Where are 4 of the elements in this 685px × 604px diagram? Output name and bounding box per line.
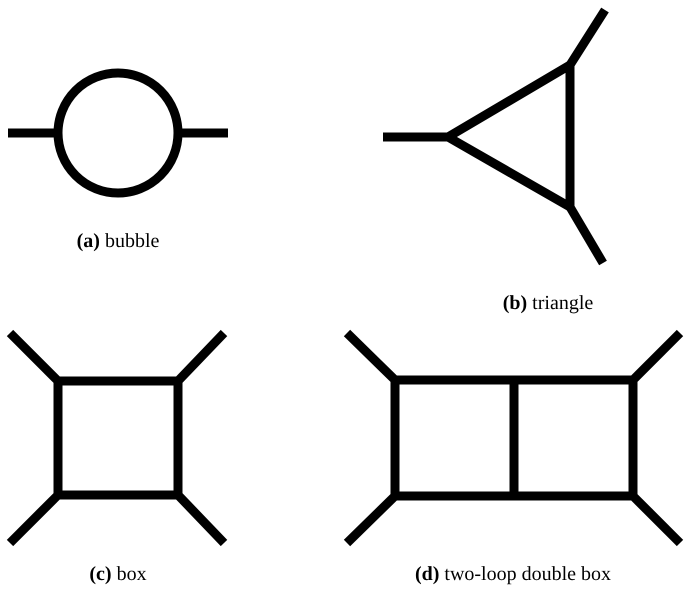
caption: (c) box [89,564,147,584]
caption: (a) bubble [76,231,160,251]
caption: (d) two-loop double box [414,564,612,584]
caption: (b) triangle [502,293,594,313]
